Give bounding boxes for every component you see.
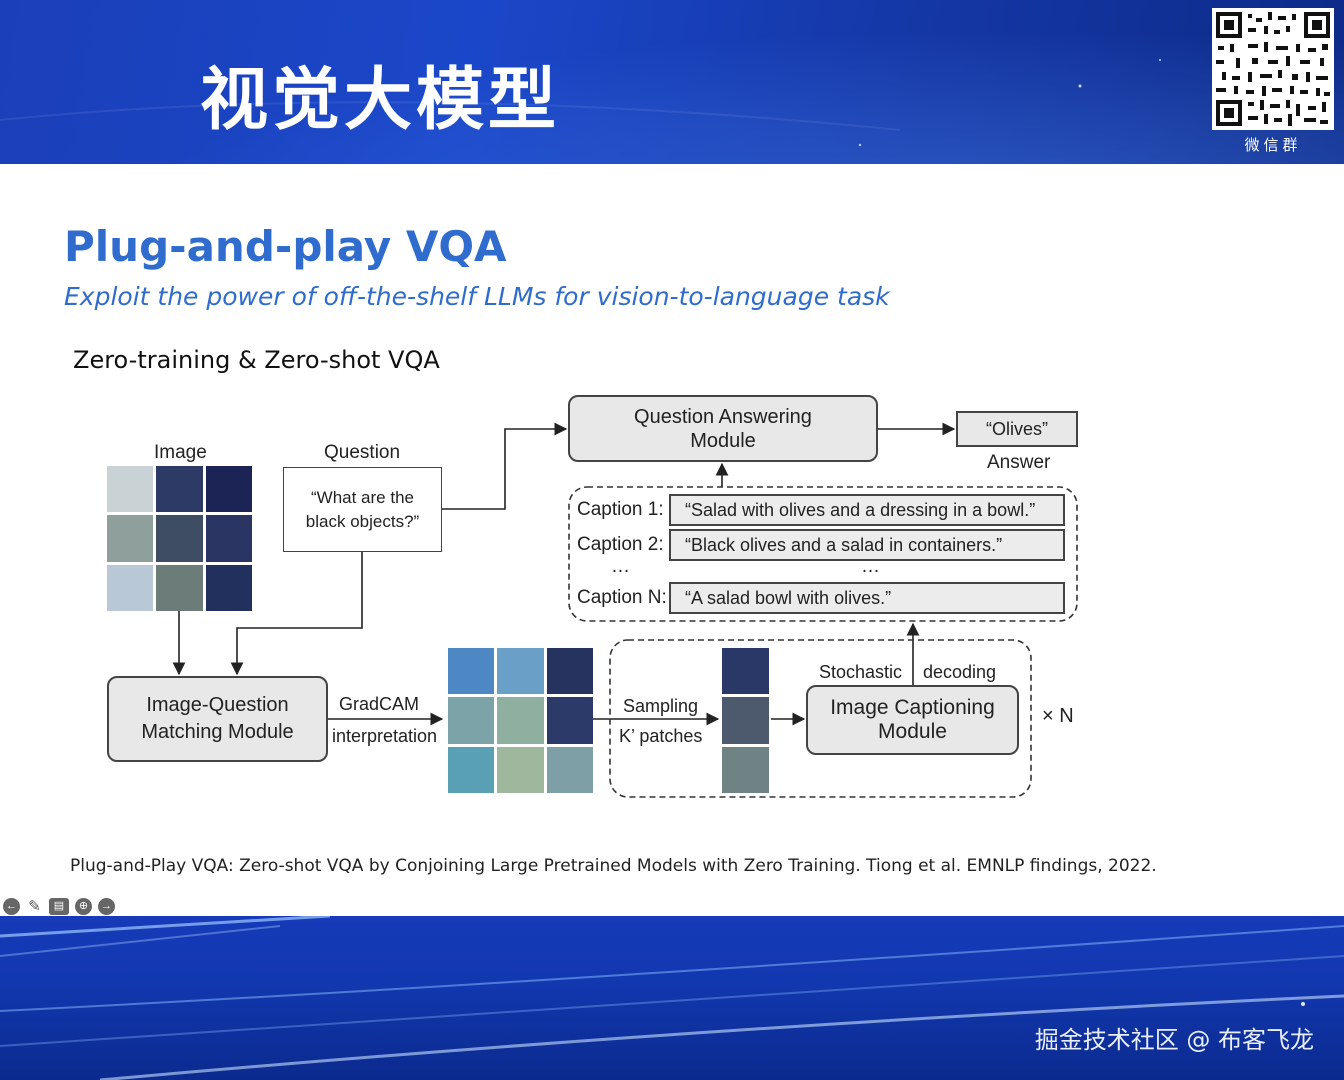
qa-module-line-1: Question Answering — [634, 405, 812, 429]
qr-code-icon — [1212, 8, 1334, 130]
subtitles-icon[interactable]: ▤ — [49, 898, 69, 915]
question-text-line-2: black objects?” — [306, 510, 419, 534]
answer-value: “Olives” — [986, 419, 1048, 440]
iqm-line-2: Matching Module — [141, 719, 293, 746]
sampling-label: Sampling — [623, 696, 698, 717]
answer-label: Answer — [987, 452, 1050, 474]
caption-2-label: Caption 2: — [577, 534, 664, 556]
times-n-label: × N — [1042, 705, 1074, 728]
image-captioning-module: Image Captioning Module — [806, 685, 1019, 755]
caption-2-text: “Black olives and a salad in containers.… — [685, 535, 1002, 556]
caption-1-text: “Salad with olives and a dressing in a b… — [685, 500, 1035, 521]
question-box: “What are the black objects?” — [283, 467, 442, 552]
question-to-iqm-arrow — [237, 552, 362, 674]
gradcam-label: GradCAM — [339, 694, 419, 715]
k-patches-label: K’ patches — [619, 726, 702, 747]
iqm-line-1: Image-Question — [146, 692, 288, 719]
caption-1-label: Caption 1: — [577, 499, 664, 521]
qa-module-line-2: Module — [690, 429, 756, 453]
banner-title: 视觉大模型 — [200, 44, 560, 143]
image-question-matching-module: Image-Question Matching Module — [107, 676, 328, 762]
pen-icon[interactable]: ✎ — [26, 898, 43, 915]
interpretation-label: interpretation — [332, 726, 437, 747]
bottom-footer — [0, 916, 1344, 1080]
back-icon[interactable]: ← — [3, 898, 20, 915]
forward-icon[interactable]: → — [98, 898, 115, 915]
answer-box: “Olives” — [956, 411, 1078, 447]
question-label: Question — [324, 442, 400, 464]
gradcam-heatmap-image — [448, 648, 593, 793]
slide-subtitle: Exploit the power of off-the-shelf LLMs … — [64, 282, 890, 311]
footer-watermark: 掘金技术社区 @ 布客飞龙 — [1035, 1020, 1314, 1055]
caption-n-label: Caption N: — [577, 587, 667, 609]
presentation-controls: ← ✎ ▤ ⊕ → — [0, 896, 115, 916]
sampled-patches — [722, 648, 769, 793]
footer-decoration — [0, 916, 1344, 1080]
decoding-label: decoding — [923, 662, 996, 683]
caption-ellipsis-left: … — [611, 556, 630, 578]
question-to-qa-arrow — [442, 429, 566, 509]
caption-n-text: “A salad bowl with olives.” — [685, 588, 891, 609]
icm-line-1: Image Captioning — [830, 696, 995, 720]
citation: Plug-and-Play VQA: Zero-shot VQA by Conj… — [70, 856, 1157, 876]
caption-n-box: “A salad bowl with olives.” — [669, 582, 1065, 614]
image-label: Image — [154, 442, 207, 464]
zoom-icon[interactable]: ⊕ — [75, 898, 92, 915]
section-heading: Zero-training & Zero-shot VQA — [73, 346, 440, 374]
slide-title: Plug-and-play VQA — [64, 222, 507, 271]
qr-label: 微信群 — [1212, 134, 1334, 155]
input-image — [107, 466, 252, 611]
caption-ellipsis-right: … — [861, 556, 880, 578]
stochastic-label: Stochastic — [819, 662, 902, 683]
caption-1-box: “Salad with olives and a dressing in a b… — [669, 494, 1065, 526]
icm-line-2: Module — [878, 720, 947, 744]
question-answering-module: Question Answering Module — [568, 395, 878, 462]
question-text-line-1: “What are the — [311, 486, 414, 510]
